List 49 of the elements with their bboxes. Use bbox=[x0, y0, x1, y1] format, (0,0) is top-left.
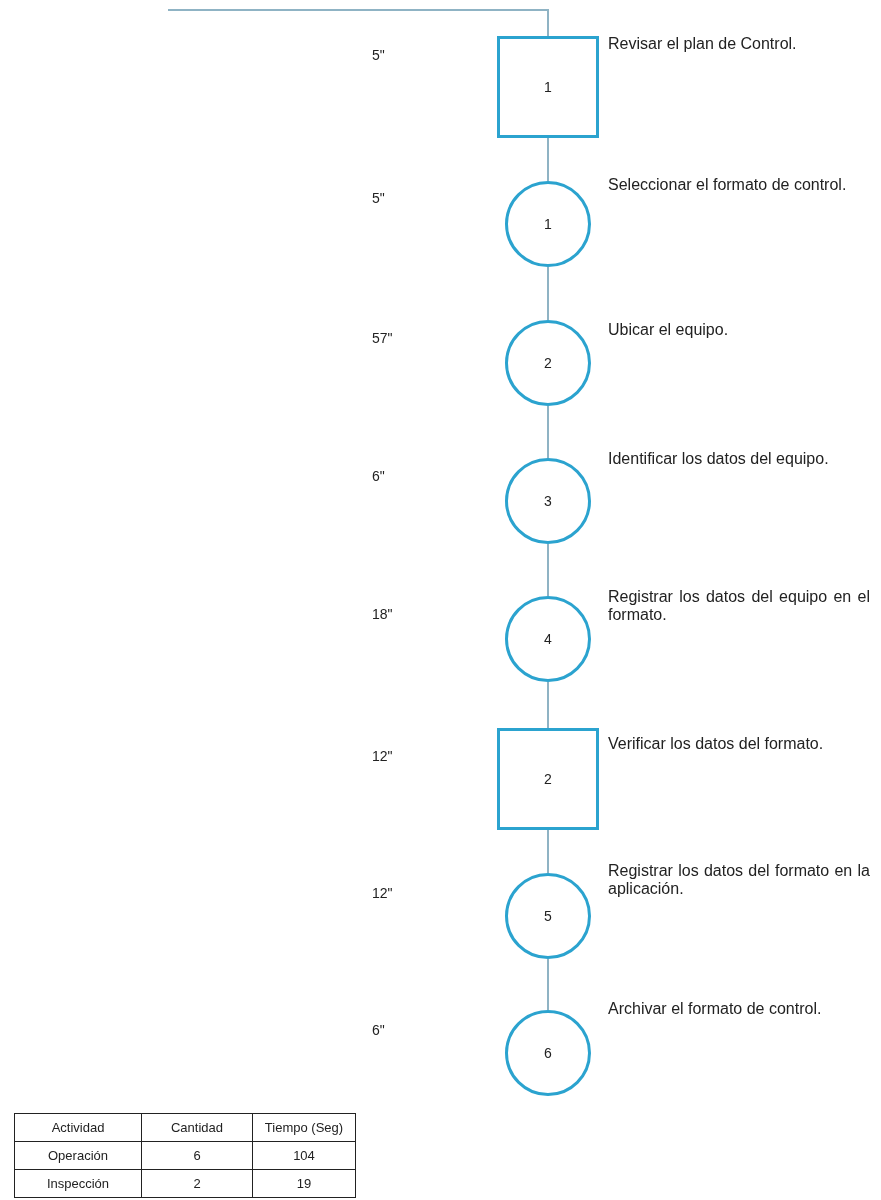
inspection-square bbox=[497, 36, 599, 138]
operation-circle bbox=[505, 873, 591, 959]
step-description: Identificar los datos del equipo. bbox=[608, 450, 830, 468]
step-number: 1 bbox=[544, 216, 552, 232]
duration-label: 57" bbox=[372, 330, 393, 346]
operation-circle bbox=[505, 181, 591, 267]
flow-line bbox=[547, 681, 549, 729]
step-number: 2 bbox=[544, 771, 552, 787]
flow-line bbox=[547, 405, 549, 459]
step-description: Revisar el plan de Control. bbox=[608, 35, 798, 53]
operation-circle bbox=[505, 596, 591, 682]
step-number: 4 bbox=[544, 631, 552, 647]
flow-line bbox=[167, 9, 549, 37]
duration-label: 12" bbox=[372, 748, 393, 764]
operation-circle bbox=[505, 1010, 591, 1096]
flow-line bbox=[547, 543, 549, 597]
step-description: Registrar los datos del formato en la aplicación. bbox=[608, 862, 870, 898]
duration-label: 12" bbox=[372, 885, 393, 901]
step-number: 5 bbox=[544, 908, 552, 924]
duration-label: 18" bbox=[372, 606, 393, 622]
step-description: Registrar los datos del equipo en el formato. bbox=[608, 588, 870, 624]
table-cell: 2 bbox=[141, 1169, 253, 1198]
step-description: Verificar los datos del formato. bbox=[608, 735, 825, 753]
duration-label: 6" bbox=[372, 468, 385, 484]
operation-circle bbox=[505, 458, 591, 544]
step-description: Seleccionar el formato de control. bbox=[608, 176, 848, 194]
step-number: 2 bbox=[544, 355, 552, 371]
flow-line bbox=[547, 266, 549, 321]
step-number: 3 bbox=[544, 493, 552, 509]
table-cell: Actividad bbox=[14, 1113, 142, 1142]
step-number: 6 bbox=[544, 1045, 552, 1061]
operation-circle bbox=[505, 320, 591, 406]
table-cell: 104 bbox=[252, 1141, 356, 1170]
flow-line bbox=[547, 137, 549, 182]
duration-label: 5" bbox=[372, 47, 385, 63]
flow-line bbox=[547, 958, 549, 1011]
table-cell: 6 bbox=[141, 1141, 253, 1170]
step-number: 1 bbox=[544, 79, 552, 95]
table-cell: 19 bbox=[252, 1169, 356, 1198]
flow-line bbox=[547, 829, 549, 874]
table-cell: Operación bbox=[14, 1141, 142, 1170]
inspection-square bbox=[497, 728, 599, 830]
table-cell: Inspección bbox=[14, 1169, 142, 1198]
duration-label: 6" bbox=[372, 1022, 385, 1038]
step-description: Archivar el formato de control. bbox=[608, 1000, 823, 1018]
duration-label: 5" bbox=[372, 190, 385, 206]
step-description: Ubicar el equipo. bbox=[608, 321, 730, 339]
table-cell: Cantidad bbox=[141, 1113, 253, 1142]
table-cell: Tiempo (Seg) bbox=[252, 1113, 356, 1142]
